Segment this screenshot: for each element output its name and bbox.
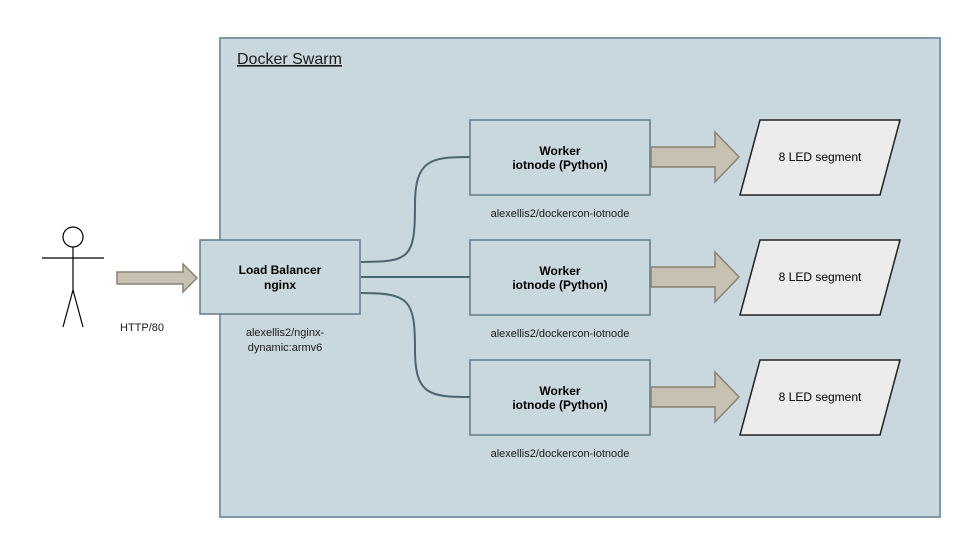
protocol-label: HTTP/80 bbox=[120, 322, 164, 334]
worker-2-subtitle: iotnode (Python) bbox=[512, 278, 607, 292]
load-balancer-image-line2: dynamic:armv6 bbox=[248, 342, 323, 354]
swarm-title: Docker Swarm bbox=[237, 51, 342, 68]
led-segment-2-label: 8 LED segment bbox=[779, 270, 862, 284]
user-stick-figure-icon bbox=[42, 226, 104, 328]
led-segment-3 bbox=[739, 359, 901, 436]
led-segment-1 bbox=[739, 119, 901, 196]
load-balancer-title: Load Balancer bbox=[239, 263, 322, 277]
load-balancer-box bbox=[199, 239, 361, 315]
worker-2-image: alexellis2/dockercon-iotnode bbox=[491, 328, 630, 340]
worker-2-output-arrow bbox=[650, 250, 741, 304]
worker-3-output-arrow bbox=[650, 370, 741, 424]
worker-2-title: Worker bbox=[539, 264, 580, 278]
connector-worker-3 bbox=[360, 292, 471, 398]
worker-3-image: alexellis2/dockercon-iotnode bbox=[491, 448, 630, 460]
worker-1-title: Worker bbox=[539, 144, 580, 158]
led-segment-2 bbox=[739, 239, 901, 316]
load-balancer-subtitle: nginx bbox=[264, 278, 296, 292]
worker-1-subtitle: iotnode (Python) bbox=[512, 158, 607, 172]
led-segment-1-label: 8 LED segment bbox=[779, 150, 862, 164]
worker-box-1 bbox=[469, 119, 651, 196]
request-arrow bbox=[116, 262, 199, 294]
worker-3-subtitle: iotnode (Python) bbox=[512, 398, 607, 412]
worker-box-2 bbox=[469, 239, 651, 316]
worker-3-title: Worker bbox=[539, 384, 580, 398]
worker-1-image: alexellis2/dockercon-iotnode bbox=[491, 208, 630, 220]
load-balancer-image-line1: alexellis2/nginx- bbox=[246, 327, 325, 339]
worker-1-output-arrow bbox=[650, 130, 741, 184]
connector-worker-1 bbox=[360, 156, 471, 263]
led-segment-3-label: 8 LED segment bbox=[779, 390, 862, 404]
worker-box-3 bbox=[469, 359, 651, 436]
